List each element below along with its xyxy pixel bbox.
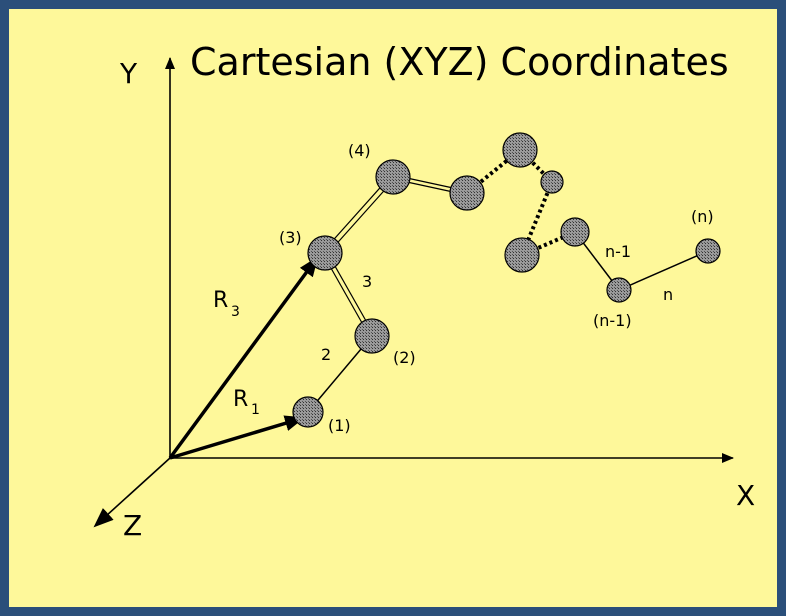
atom-3 (307, 235, 343, 271)
atom-label-1: (1) (328, 416, 351, 435)
atom-1 (292, 396, 324, 428)
page-title: Cartesian (XYZ) Coordinates (190, 40, 729, 84)
atom-label-n-minus-1: (n-1) (593, 311, 632, 330)
atom-6 (502, 132, 538, 168)
atom-7 (540, 170, 564, 194)
atom-8 (504, 237, 540, 273)
bond-label-2: 2 (321, 345, 331, 364)
atom-5 (449, 175, 485, 211)
atom-9 (560, 217, 590, 247)
x-axis-label: X (736, 479, 755, 512)
bond-dotted-c (520, 181, 554, 256)
svg-text:R: R (233, 387, 248, 412)
slide-background (9, 9, 777, 607)
atom-label-n: (n) (691, 207, 714, 226)
vector-r1-label: R 1 (233, 387, 260, 418)
vector-r3-label: R 3 (213, 288, 240, 320)
atom-4 (375, 159, 411, 195)
z-axis (93, 457, 171, 528)
vector-r1 (169, 415, 305, 460)
bond-label-n: n (663, 285, 673, 304)
atom-label-3: (3) (279, 228, 302, 247)
bond-label-3: 3 (362, 272, 372, 291)
atom-n-minus-1 (606, 277, 632, 303)
atom-label-2: (2) (393, 348, 416, 367)
atom-2 (354, 318, 390, 354)
bond-label-n-minus-1: n-1 (605, 242, 631, 261)
svg-text:R: R (213, 288, 228, 313)
svg-text:1: 1 (251, 402, 260, 418)
atom-label-4: (4) (348, 141, 371, 160)
atom-n (695, 238, 721, 264)
vector-r3 (168, 256, 319, 460)
z-axis-label: Z (123, 509, 142, 542)
bond-n (618, 250, 709, 291)
y-axis-label: Y (119, 57, 138, 90)
svg-text:3: 3 (231, 304, 240, 320)
